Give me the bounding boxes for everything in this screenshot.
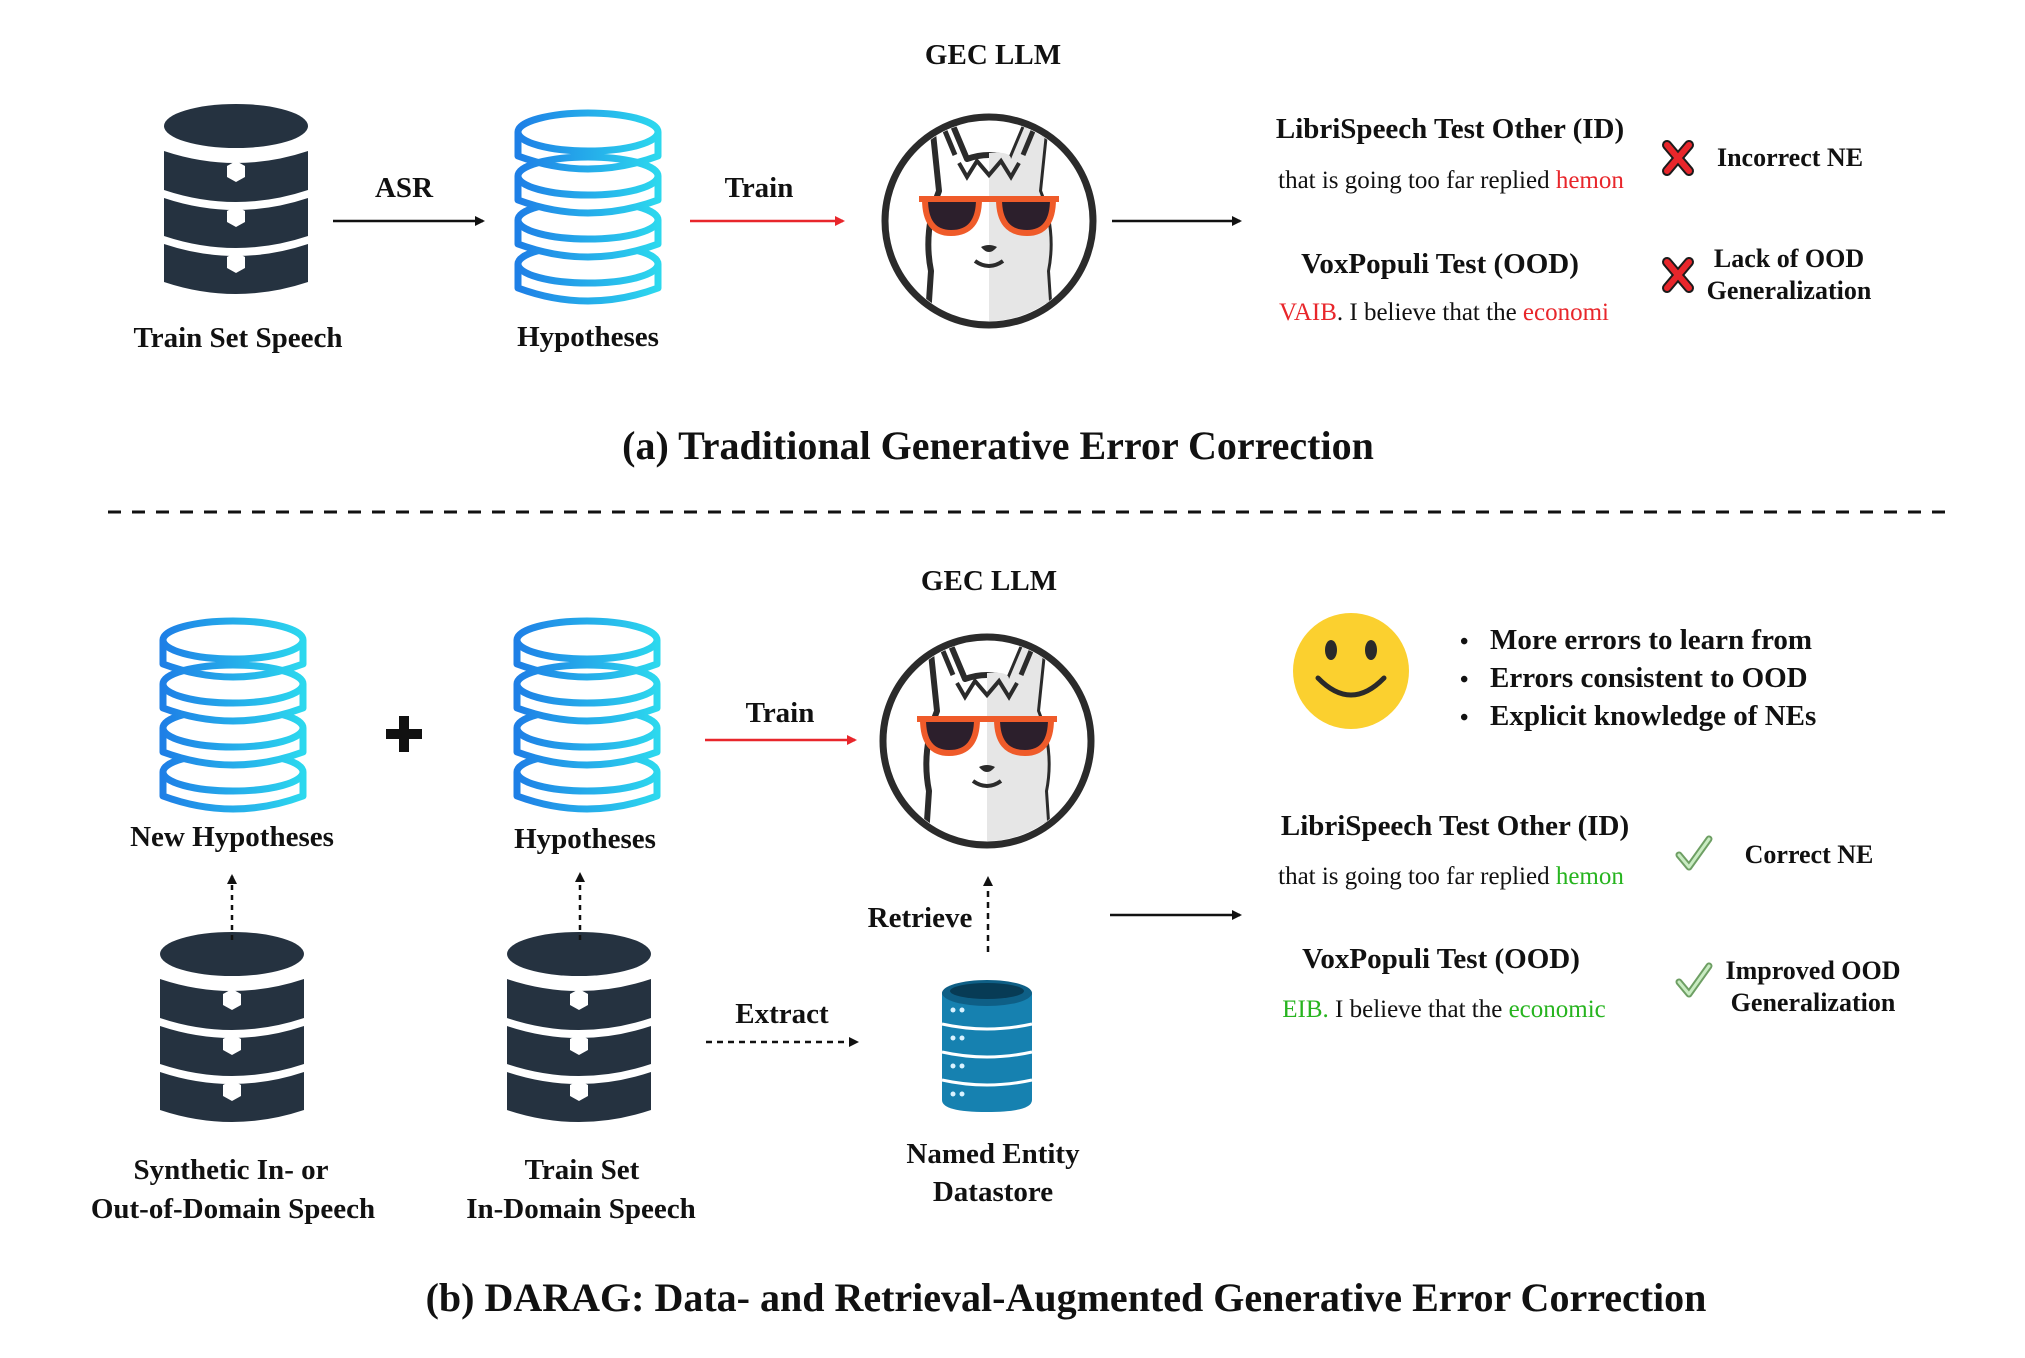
hypotheses-db-icon bbox=[518, 113, 658, 301]
check-icon bbox=[1679, 839, 1709, 867]
llama-icon bbox=[883, 637, 1091, 851]
train-speech-database-icon bbox=[507, 932, 651, 1122]
panel-a-caption: (a) Traditional Generative Error Correct… bbox=[622, 423, 1374, 468]
synthetic-speech-label-line1: Synthetic In- or bbox=[133, 1154, 329, 1186]
synthetic-speech-label-line2: Out-of-Domain Speech bbox=[90, 1193, 376, 1225]
new-hypotheses-db-icon bbox=[163, 621, 303, 809]
cross-icon bbox=[1667, 262, 1689, 288]
train-speech-label: Train Set Speech bbox=[133, 322, 343, 354]
hypotheses-label: Hypotheses bbox=[517, 321, 659, 353]
ood-verdict-line2: Generalization bbox=[1730, 988, 1896, 1017]
hypotheses-db-icon bbox=[517, 621, 657, 809]
list-item: Explicit knowledge of NEs bbox=[1460, 698, 1816, 736]
asr-arrow-label: ASR bbox=[374, 172, 434, 204]
cross-icon bbox=[1667, 145, 1689, 171]
id-test-title: LibriSpeech Test Other (ID) bbox=[1280, 810, 1630, 842]
check-icon bbox=[1679, 966, 1709, 994]
ood-verdict-line1: Improved OOD bbox=[1725, 956, 1901, 985]
list-item: Errors consistent to OOD bbox=[1460, 660, 1816, 698]
smiley-icon bbox=[1293, 613, 1409, 729]
datastore-label-line2: Datastore bbox=[932, 1176, 1054, 1208]
retrieve-arrow-label: Retrieve bbox=[867, 902, 973, 934]
train-arrow-label: Train bbox=[745, 697, 815, 729]
ood-verdict-line1: Lack of OOD bbox=[1713, 244, 1865, 273]
train-speech-label-line2: In-Domain Speech bbox=[466, 1193, 696, 1225]
ood-test-title: VoxPopuli Test (OOD) bbox=[1301, 248, 1579, 280]
id-test-output: that is going too far replied hemon bbox=[1278, 167, 1624, 194]
id-verdict: Correct NE bbox=[1744, 840, 1874, 869]
train-speech-database-icon bbox=[164, 104, 308, 294]
ood-verdict-line2: Generalization bbox=[1706, 276, 1872, 305]
id-test-output: that is going too far replied hemon bbox=[1278, 863, 1624, 890]
id-test-title: LibriSpeech Test Other (ID) bbox=[1275, 113, 1625, 145]
extract-arrow-label: Extract bbox=[735, 998, 829, 1030]
train-speech-label-line1: Train Set bbox=[524, 1154, 640, 1186]
llama-icon bbox=[885, 117, 1093, 331]
new-hypotheses-label: New Hypotheses bbox=[130, 821, 334, 853]
plus-icon bbox=[386, 716, 422, 752]
datastore-icon bbox=[941, 980, 1033, 1112]
panel-b-caption: (b) DARAG: Data- and Retrieval-Augmented… bbox=[425, 1275, 1707, 1320]
id-verdict: Incorrect NE bbox=[1716, 143, 1864, 172]
synthetic-speech-database-icon bbox=[160, 932, 304, 1122]
hypotheses-label: Hypotheses bbox=[514, 823, 656, 855]
datastore-label-line1: Named Entity bbox=[906, 1138, 1080, 1170]
train-arrow-label: Train bbox=[724, 172, 794, 204]
ood-test-output: EIB. I believe that the economic bbox=[1282, 996, 1606, 1023]
ood-test-title: VoxPopuli Test (OOD) bbox=[1302, 943, 1580, 975]
llm-title: GEC LLM bbox=[924, 39, 1062, 71]
list-item: More errors to learn from bbox=[1460, 622, 1816, 660]
llm-title: GEC LLM bbox=[920, 565, 1058, 597]
ood-test-output: VAIB. I believe that the economi bbox=[1278, 299, 1610, 326]
benefits-list: More errors to learn from Errors consist… bbox=[1460, 622, 1816, 736]
